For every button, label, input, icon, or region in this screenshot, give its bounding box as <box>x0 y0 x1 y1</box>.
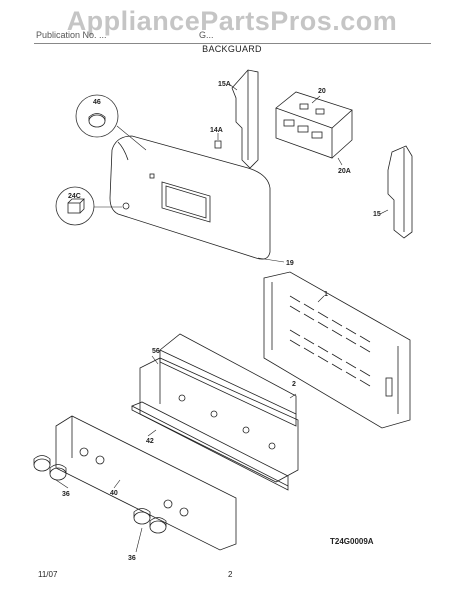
manifold-cover-2 <box>159 333 297 427</box>
callout-19: 19 <box>286 260 294 267</box>
control-panel-56 <box>139 355 299 483</box>
callout-15: 15 <box>373 211 381 218</box>
end-bracket-15 <box>379 145 413 239</box>
callout-36-left: 36 <box>62 491 70 498</box>
callout-14a: 14A <box>210 127 223 134</box>
clip-14a <box>214 133 222 149</box>
callout-46: 46 <box>93 99 101 106</box>
header-rule <box>34 43 431 44</box>
knob-pair-36-left <box>33 455 69 489</box>
trim-strip-42 <box>131 401 289 491</box>
footer-page-number: 2 <box>228 570 233 579</box>
knob-pair-36-right <box>133 508 167 553</box>
end-bracket-15a <box>228 69 259 169</box>
footer-date: 11/07 <box>38 570 58 579</box>
callout-20: 20 <box>318 88 326 95</box>
callout-42: 42 <box>146 438 154 445</box>
control-board-20 <box>275 91 353 166</box>
callout-15a: 15A <box>218 81 231 88</box>
header-model-text: G... <box>199 30 214 40</box>
section-title: BACKGUARD <box>202 44 262 54</box>
callout-1: 1 <box>324 291 328 298</box>
detail-switch-24c <box>55 186 122 226</box>
header-publication-text: Publication No. ... <box>36 30 107 40</box>
callout-2: 2 <box>292 381 296 388</box>
callout-20a: 20A <box>338 168 351 175</box>
detail-knob-46 <box>75 94 147 151</box>
callout-40: 40 <box>110 490 118 497</box>
backguard-panel-19 <box>109 135 285 263</box>
diagram-reference-code: T24G0009A <box>330 537 374 546</box>
rear-panel-1 <box>263 271 411 429</box>
callout-56: 56 <box>152 348 160 355</box>
callout-36-right: 36 <box>128 555 136 562</box>
callout-24c: 24C <box>68 193 81 200</box>
